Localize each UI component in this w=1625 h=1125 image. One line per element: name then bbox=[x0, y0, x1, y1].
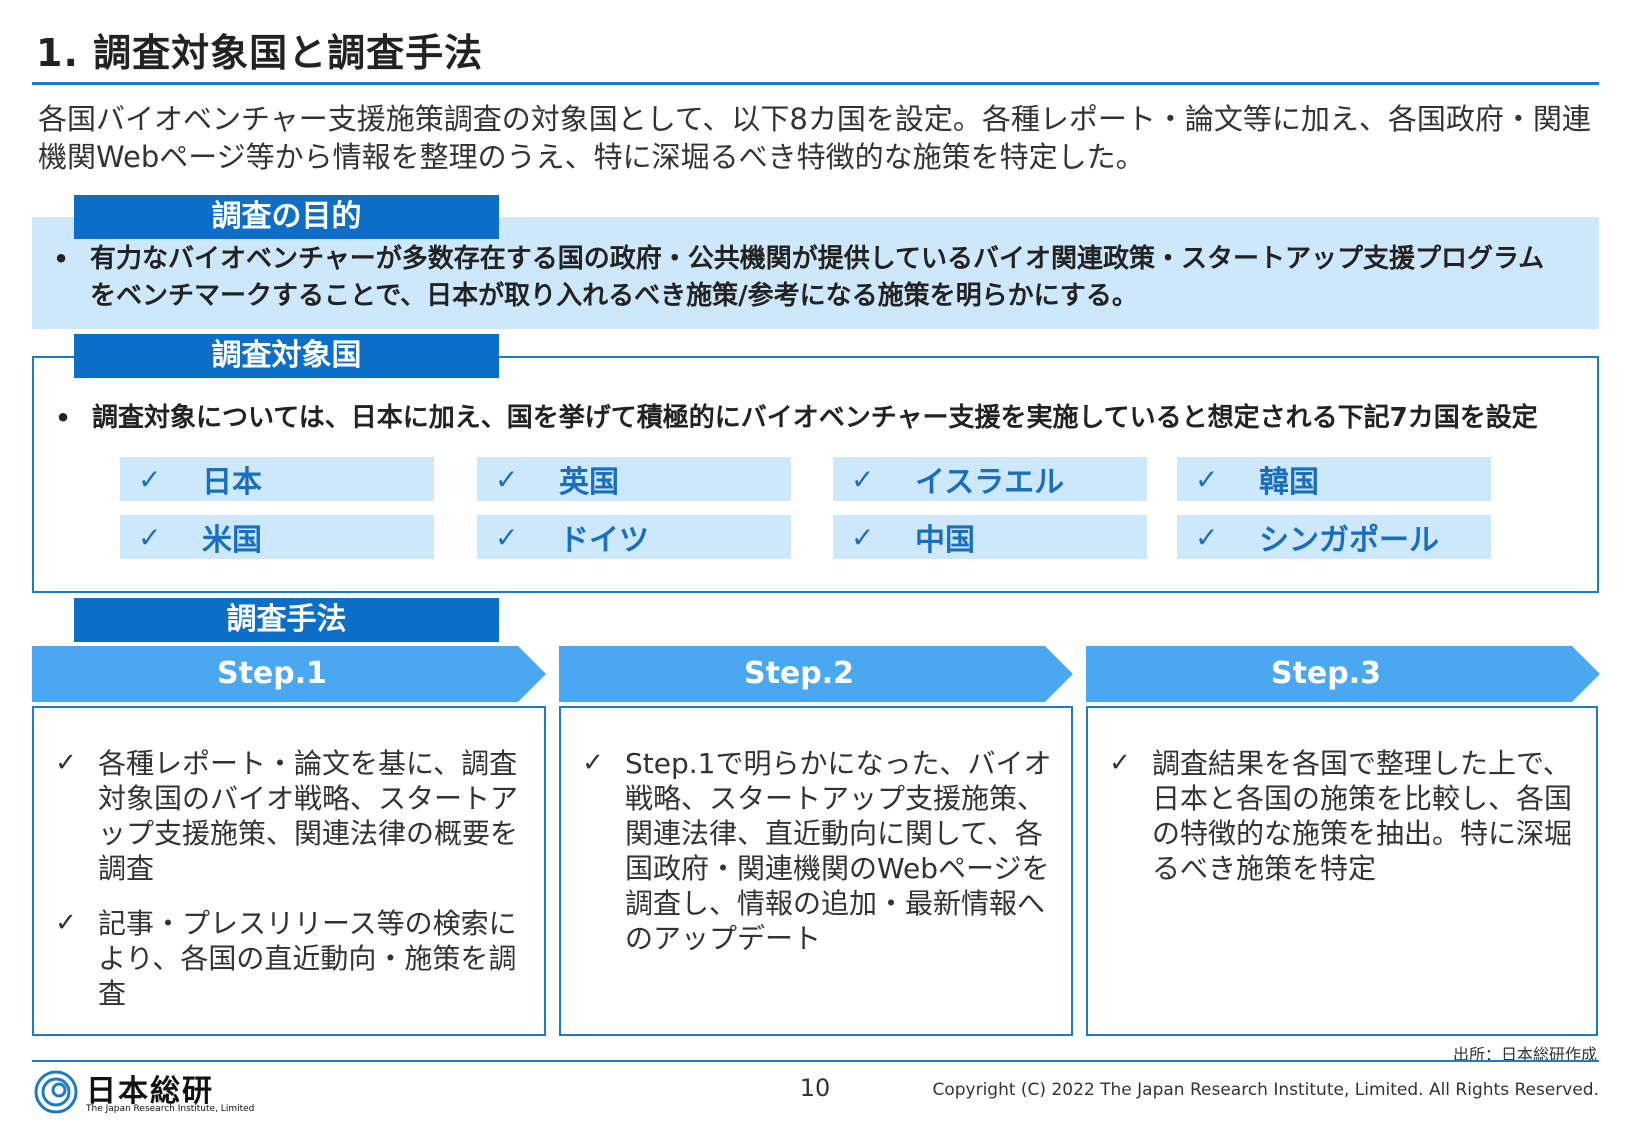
purpose-heading: 調査の目的 bbox=[74, 195, 499, 239]
country-label: 中国 bbox=[915, 523, 975, 558]
step-3-arrow: Step.3 bbox=[1086, 646, 1600, 702]
step-3-box: ✓ 調査結果を各国で整理した上で、日本と各国の施策を比較し、各国の特徴的な施策を… bbox=[1086, 706, 1598, 1036]
source-note: 出所：日本総研作成 bbox=[1452, 1045, 1597, 1064]
check-icon: ✓ bbox=[138, 520, 162, 554]
check-icon: ✓ bbox=[1195, 520, 1219, 554]
country-chip: ✓ 英国 bbox=[477, 457, 791, 501]
country-label: 米国 bbox=[202, 523, 262, 558]
step-2-label: Step.2 bbox=[743, 656, 855, 691]
countries-bullet: • 調査対象については、日本に加え、国を挙げて積極的にバイオベンチャー支援を実施… bbox=[34, 400, 1597, 437]
check-icon: ✓ bbox=[495, 520, 519, 554]
arrow-shape bbox=[1086, 646, 1600, 702]
country-chip: ✓ 日本 bbox=[120, 457, 434, 501]
check-icon: ✓ bbox=[1109, 748, 1131, 778]
countries-text: 調査対象については、日本に加え、国を挙げて積極的にバイオベンチャー支援を実施して… bbox=[92, 403, 1538, 433]
country-label: 英国 bbox=[559, 465, 619, 500]
check-icon: ✓ bbox=[851, 520, 875, 554]
check-icon: ✓ bbox=[582, 748, 604, 778]
logo-emblem-icon bbox=[34, 1070, 78, 1114]
bullet-marker: • bbox=[53, 245, 69, 273]
copyright-text: Copyright (C) 2022 The Japan Research In… bbox=[932, 1080, 1599, 1100]
step-item-text: Step.1で明らかになった、バイオ戦略、スタートアップ支援施策、関連法律、直近… bbox=[625, 747, 1052, 955]
company-logo: 日本総研 The Japan Research Institute, Limit… bbox=[32, 1064, 255, 1120]
footer-divider bbox=[32, 1060, 1599, 1062]
step-1-arrow: Step.1 bbox=[32, 646, 546, 702]
intro-text: 各国バイオベンチャー支援施策調査の対象国として、以下8カ国を設定。各種レポート・… bbox=[38, 102, 1591, 174]
step-item: ✓ 記事・プレスリリース等の検索により、各国の直近動向・施策を調査 bbox=[34, 906, 544, 1011]
step-item: ✓ Step.1で明らかになった、バイオ戦略、スタートアップ支援施策、関連法律、… bbox=[561, 746, 1071, 956]
step-item-text: 調査結果を各国で整理した上で、日本と各国の施策を比較し、各国の特徴的な施策を抽出… bbox=[1152, 747, 1573, 885]
purpose-box: • 有力なバイオベンチャーが多数存在する国の政府・公共機関が提供しているバイオ関… bbox=[32, 217, 1599, 329]
purpose-text: 有力なバイオベンチャーが多数存在する国の政府・公共機関が提供しているバイオ関連政… bbox=[90, 244, 1545, 311]
country-chip: ✓ 中国 bbox=[833, 515, 1147, 559]
country-label: 韓国 bbox=[1259, 465, 1319, 500]
country-label: イスラエル bbox=[915, 465, 1065, 500]
logo-subtitle: The Japan Research Institute, Limited bbox=[86, 1104, 255, 1114]
page-number: 10 bbox=[799, 1074, 831, 1102]
page-title: 1. 調査対象国と調査手法 bbox=[36, 31, 484, 75]
country-label: 日本 bbox=[202, 465, 262, 500]
bullet-marker: • bbox=[55, 404, 71, 432]
check-icon: ✓ bbox=[138, 462, 162, 496]
check-icon: ✓ bbox=[1195, 462, 1219, 496]
check-icon: ✓ bbox=[55, 748, 77, 778]
country-label: ドイツ bbox=[559, 523, 649, 558]
arrow-shape bbox=[559, 646, 1073, 702]
country-chip: ✓ シンガポール bbox=[1177, 515, 1491, 559]
check-icon: ✓ bbox=[851, 462, 875, 496]
countries-heading: 調査対象国 bbox=[74, 334, 499, 378]
logo-wordmark: 日本総研 bbox=[86, 1074, 214, 1109]
step-item-text: 記事・プレスリリース等の検索により、各国の直近動向・施策を調査 bbox=[98, 907, 517, 1010]
title-divider bbox=[32, 82, 1599, 85]
country-chip: ✓ ドイツ bbox=[477, 515, 791, 559]
arrow-shape bbox=[32, 646, 546, 702]
step-item: ✓ 調査結果を各国で整理した上で、日本と各国の施策を比較し、各国の特徴的な施策を… bbox=[1088, 746, 1596, 886]
step-2-arrow: Step.2 bbox=[559, 646, 1073, 702]
check-icon: ✓ bbox=[55, 908, 77, 938]
country-chip: ✓ イスラエル bbox=[833, 457, 1147, 501]
country-label: シンガポール bbox=[1259, 523, 1439, 558]
method-heading: 調査手法 bbox=[74, 598, 499, 642]
step-1-label: Step.1 bbox=[216, 656, 328, 691]
step-3-label: Step.3 bbox=[1270, 656, 1382, 691]
step-1-box: ✓ 各種レポート・論文を基に、調査対象国のバイオ戦略、スタートアップ支援施策、関… bbox=[32, 706, 546, 1036]
purpose-bullet: • 有力なバイオベンチャーが多数存在する国の政府・公共機関が提供しているバイオ関… bbox=[32, 241, 1599, 315]
country-chip: ✓ 韓国 bbox=[1177, 457, 1491, 501]
step-item: ✓ 各種レポート・論文を基に、調査対象国のバイオ戦略、スタートアップ支援施策、関… bbox=[34, 746, 544, 886]
step-item-text: 各種レポート・論文を基に、調査対象国のバイオ戦略、スタートアップ支援施策、関連法… bbox=[98, 747, 519, 885]
step-2-box: ✓ Step.1で明らかになった、バイオ戦略、スタートアップ支援施策、関連法律、… bbox=[559, 706, 1073, 1036]
country-chip: ✓ 米国 bbox=[120, 515, 434, 559]
check-icon: ✓ bbox=[495, 462, 519, 496]
